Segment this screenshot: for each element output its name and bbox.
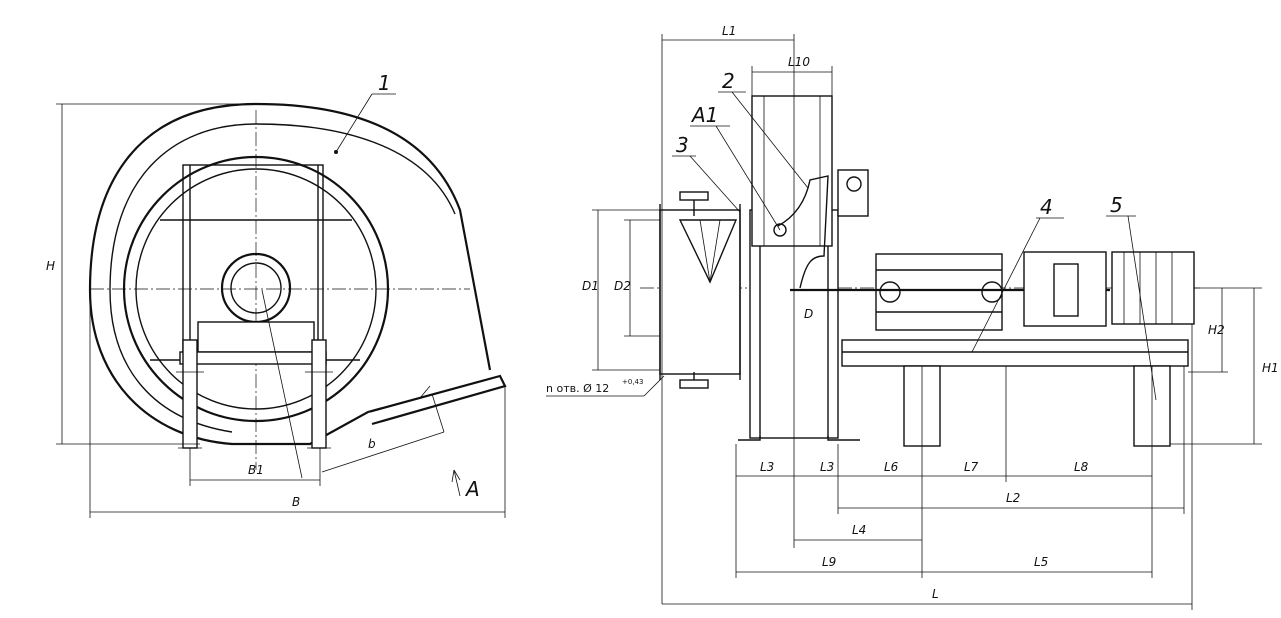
dim-L6-label: L6	[884, 460, 899, 474]
callout-3: 3	[676, 133, 689, 157]
outlet-inner-line	[419, 385, 431, 399]
dim-L9-label: L9	[822, 555, 836, 569]
dim-H2-label: H2	[1208, 323, 1225, 337]
dim-D-label: D	[804, 307, 813, 321]
callout-2: 2	[722, 69, 735, 93]
callout-4-leader	[971, 217, 1041, 353]
outlet-flange-line	[369, 375, 501, 413]
dim-L-label: L	[932, 587, 939, 601]
dim-H-label: H	[46, 259, 55, 273]
callout-1: 1	[378, 71, 391, 95]
dim-L3a-label: L3	[760, 460, 774, 474]
view-arrow-A-head	[451, 469, 461, 483]
callout-2-leader	[731, 91, 809, 189]
dim-b-ext	[431, 393, 445, 433]
support-plate	[179, 351, 327, 365]
callout-4: 4	[1040, 195, 1053, 219]
callout-a1: A1	[690, 103, 718, 127]
dim-L4-label: L4	[852, 523, 866, 537]
bearing-left	[879, 281, 901, 303]
casing-foot-left	[738, 436, 761, 441]
motor-platform	[197, 321, 315, 353]
impeller-blade	[777, 175, 829, 289]
dim-D2-label: D2	[614, 279, 631, 293]
hole-note: n отв. Ø 12	[546, 382, 609, 395]
top-bolt	[679, 191, 709, 201]
casing-foot-right	[827, 436, 860, 441]
dim-L1-label: L1	[722, 24, 736, 38]
inlet-cone-rib	[699, 219, 721, 283]
side-view: D1 D2 D H1 H2 L1 L10 L3 L3 L6 L7 L8 L2 L…	[546, 24, 1279, 610]
spiral-casing	[88, 102, 507, 446]
front-view: H B B1 b A 1	[46, 71, 507, 518]
callout-1-leader	[335, 93, 373, 153]
callout-5-leader	[1127, 215, 1157, 401]
coupling-core	[1053, 263, 1079, 317]
bearing-housing	[875, 253, 1003, 331]
dim-L7-label: L7	[964, 460, 979, 474]
dim-b-label: b	[368, 437, 376, 451]
inlet-cone	[678, 219, 738, 284]
lifting-lug-hole	[846, 176, 862, 192]
dim-L8-label: L8	[1074, 460, 1089, 474]
dim-B-label: B	[292, 495, 300, 509]
view-arrow-A	[453, 469, 461, 497]
dim-B1-label: B1	[248, 463, 264, 477]
dim-D1-label: D1	[582, 279, 599, 293]
bottom-bolt	[679, 379, 709, 389]
hub-inner	[230, 262, 282, 314]
dim-H1-label: H1	[1262, 361, 1279, 375]
dim-L5-label: L5	[1034, 555, 1048, 569]
dim-L3b-label: L3	[820, 460, 834, 474]
dim-b-line	[321, 431, 445, 473]
dim-L10-label: L10	[788, 55, 810, 69]
hole-note-arrow	[643, 375, 665, 397]
inlet-ring-outer	[122, 155, 390, 423]
casing-inner-wall	[109, 123, 456, 433]
callout-a1-leader	[715, 125, 781, 231]
motor	[1111, 251, 1195, 325]
left-leg	[182, 339, 198, 449]
callout-5: 5	[1110, 193, 1123, 217]
inlet-duct	[659, 209, 741, 375]
inlet-ring-inner	[135, 168, 377, 410]
blade-hub	[773, 223, 787, 237]
callout-3-leader	[689, 155, 741, 213]
view-mark-A: A	[464, 477, 480, 501]
base-frame	[841, 339, 1189, 367]
right-leg	[311, 339, 327, 449]
hole-tolerance: +0,43	[622, 378, 643, 386]
dim-L2-label: L2	[1006, 491, 1020, 505]
callout-1-dot	[334, 150, 338, 154]
oblique-section-line	[261, 289, 303, 479]
outlet-stack	[751, 95, 833, 247]
